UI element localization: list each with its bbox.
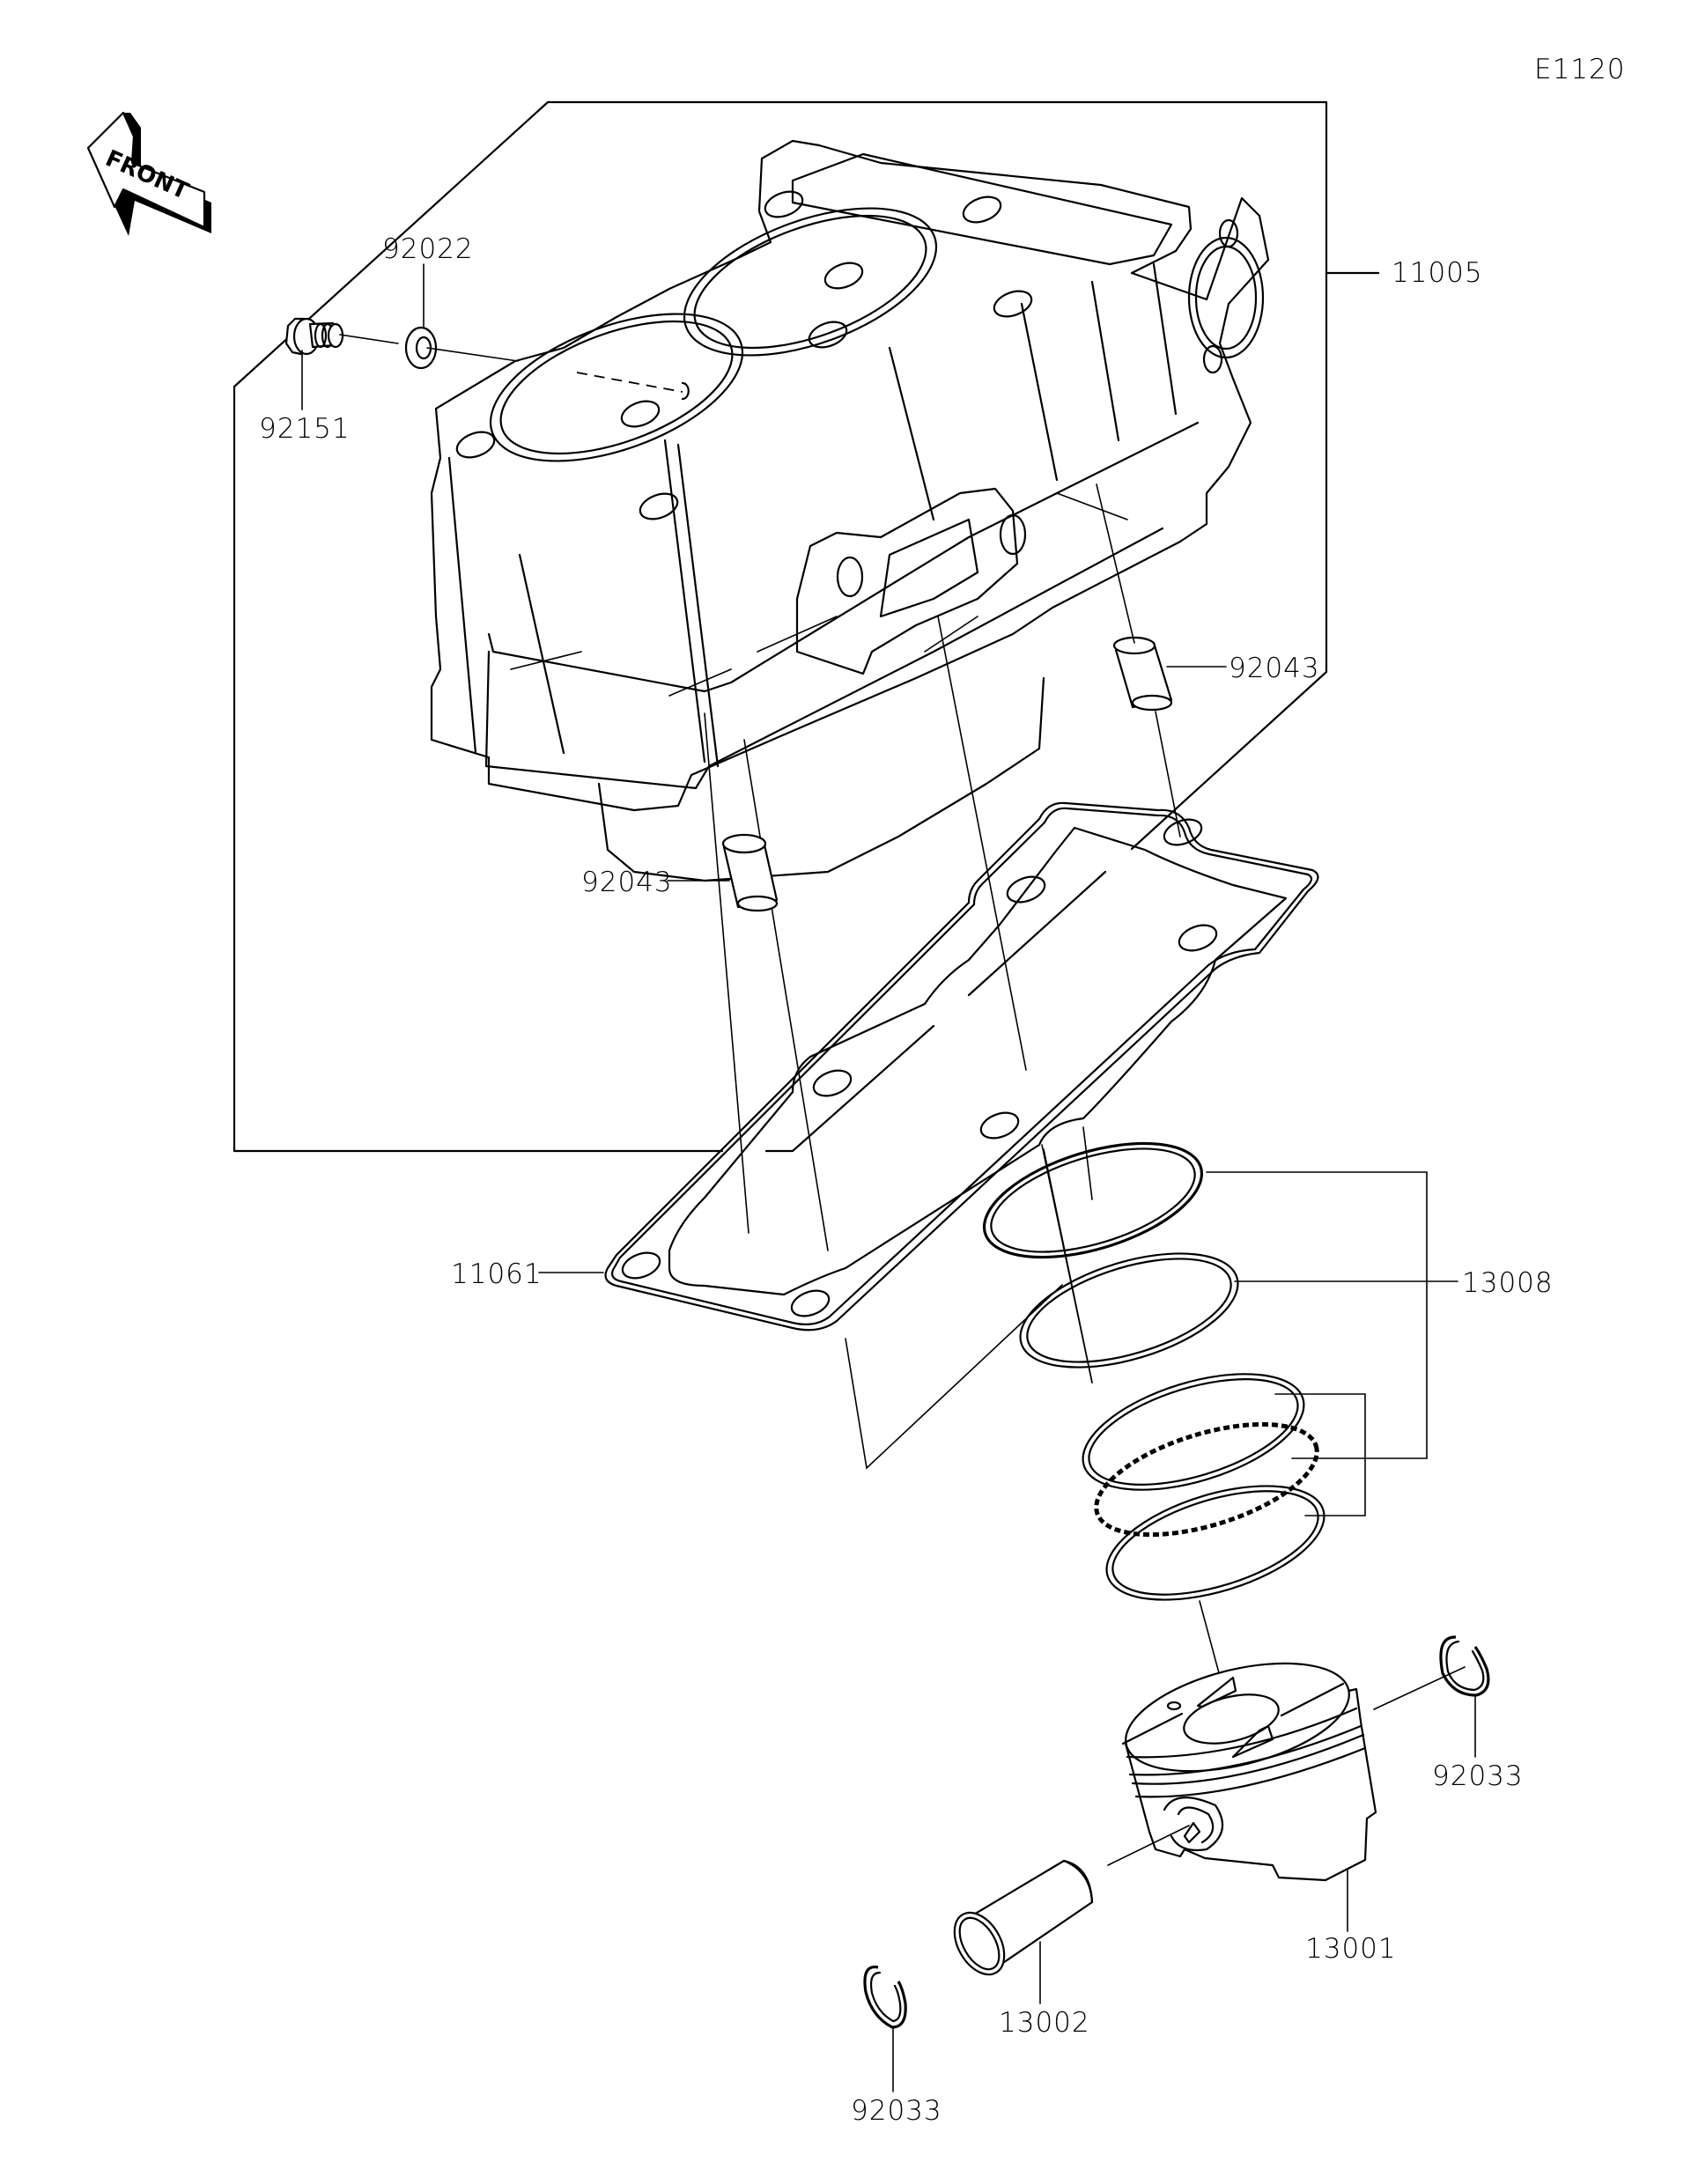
cylinder-block[interactable] [430, 139, 1270, 882]
part-label-92033-right[interactable]: 92033 [1432, 1760, 1524, 1792]
front-arrow-icon: FRONT [86, 111, 211, 236]
part-label-11061[interactable]: 11061 [451, 1258, 543, 1290]
guide-line-2 [743, 739, 829, 1251]
washer-part[interactable] [404, 326, 438, 370]
snap-ring-left[interactable] [863, 1965, 907, 2029]
guide-bracket-lower [845, 1284, 1063, 1470]
part-label-13001[interactable]: 13001 [1305, 1933, 1397, 1965]
part-label-13008[interactable]: 13008 [1462, 1267, 1554, 1299]
bolt-part[interactable] [284, 317, 344, 356]
dowel-upper-guide-top [1096, 483, 1135, 644]
part-label-11005[interactable]: 11005 [1392, 257, 1483, 289]
part-label-13002[interactable]: 13002 [999, 2007, 1090, 2039]
bolt-leader [339, 334, 399, 344]
part-label-92043-upper[interactable]: 92043 [1229, 653, 1320, 684]
guide-line-5 [1041, 1144, 1093, 1383]
oil-ring-bracket [1274, 1393, 1366, 1516]
part-label-92033-left[interactable]: 92033 [851, 2095, 942, 2127]
part-label-92022[interactable]: 92022 [382, 233, 474, 265]
oil-ring-rail-upper[interactable] [1069, 1351, 1317, 1512]
ring-leader-bracket [1206, 1171, 1428, 1459]
cylinder-group-box [233, 100, 1380, 1153]
guide-line-1 [704, 712, 750, 1234]
part-label-92043-lower[interactable]: 92043 [581, 867, 673, 898]
dowel-pin-lower[interactable] [721, 833, 779, 912]
oil-ring-expander[interactable] [1083, 1402, 1329, 1556]
oil-ring-rail-lower[interactable] [1094, 1464, 1338, 1622]
cylinder-gasket[interactable] [604, 801, 1319, 1332]
washer-leader [426, 347, 519, 362]
ring-guide-line [1082, 1126, 1093, 1200]
piston-pin[interactable] [944, 1859, 1094, 1983]
guide-line-3 [937, 616, 1027, 1071]
diagram-code: E1120 [1534, 54, 1625, 85]
dowel-upper-guide-bottom [1155, 711, 1181, 837]
piston[interactable] [1115, 1643, 1377, 1882]
piston-pin-leader [1107, 1825, 1190, 1866]
piston-ring-top[interactable] [971, 1121, 1215, 1280]
part-label-92151[interactable]: 92151 [259, 413, 351, 445]
piston-ring-second[interactable] [1008, 1231, 1252, 1390]
snap-ring-right-leader [1373, 1666, 1466, 1710]
snap-ring-right[interactable] [1439, 1635, 1490, 1697]
dowel-pin-upper[interactable] [1112, 636, 1173, 712]
